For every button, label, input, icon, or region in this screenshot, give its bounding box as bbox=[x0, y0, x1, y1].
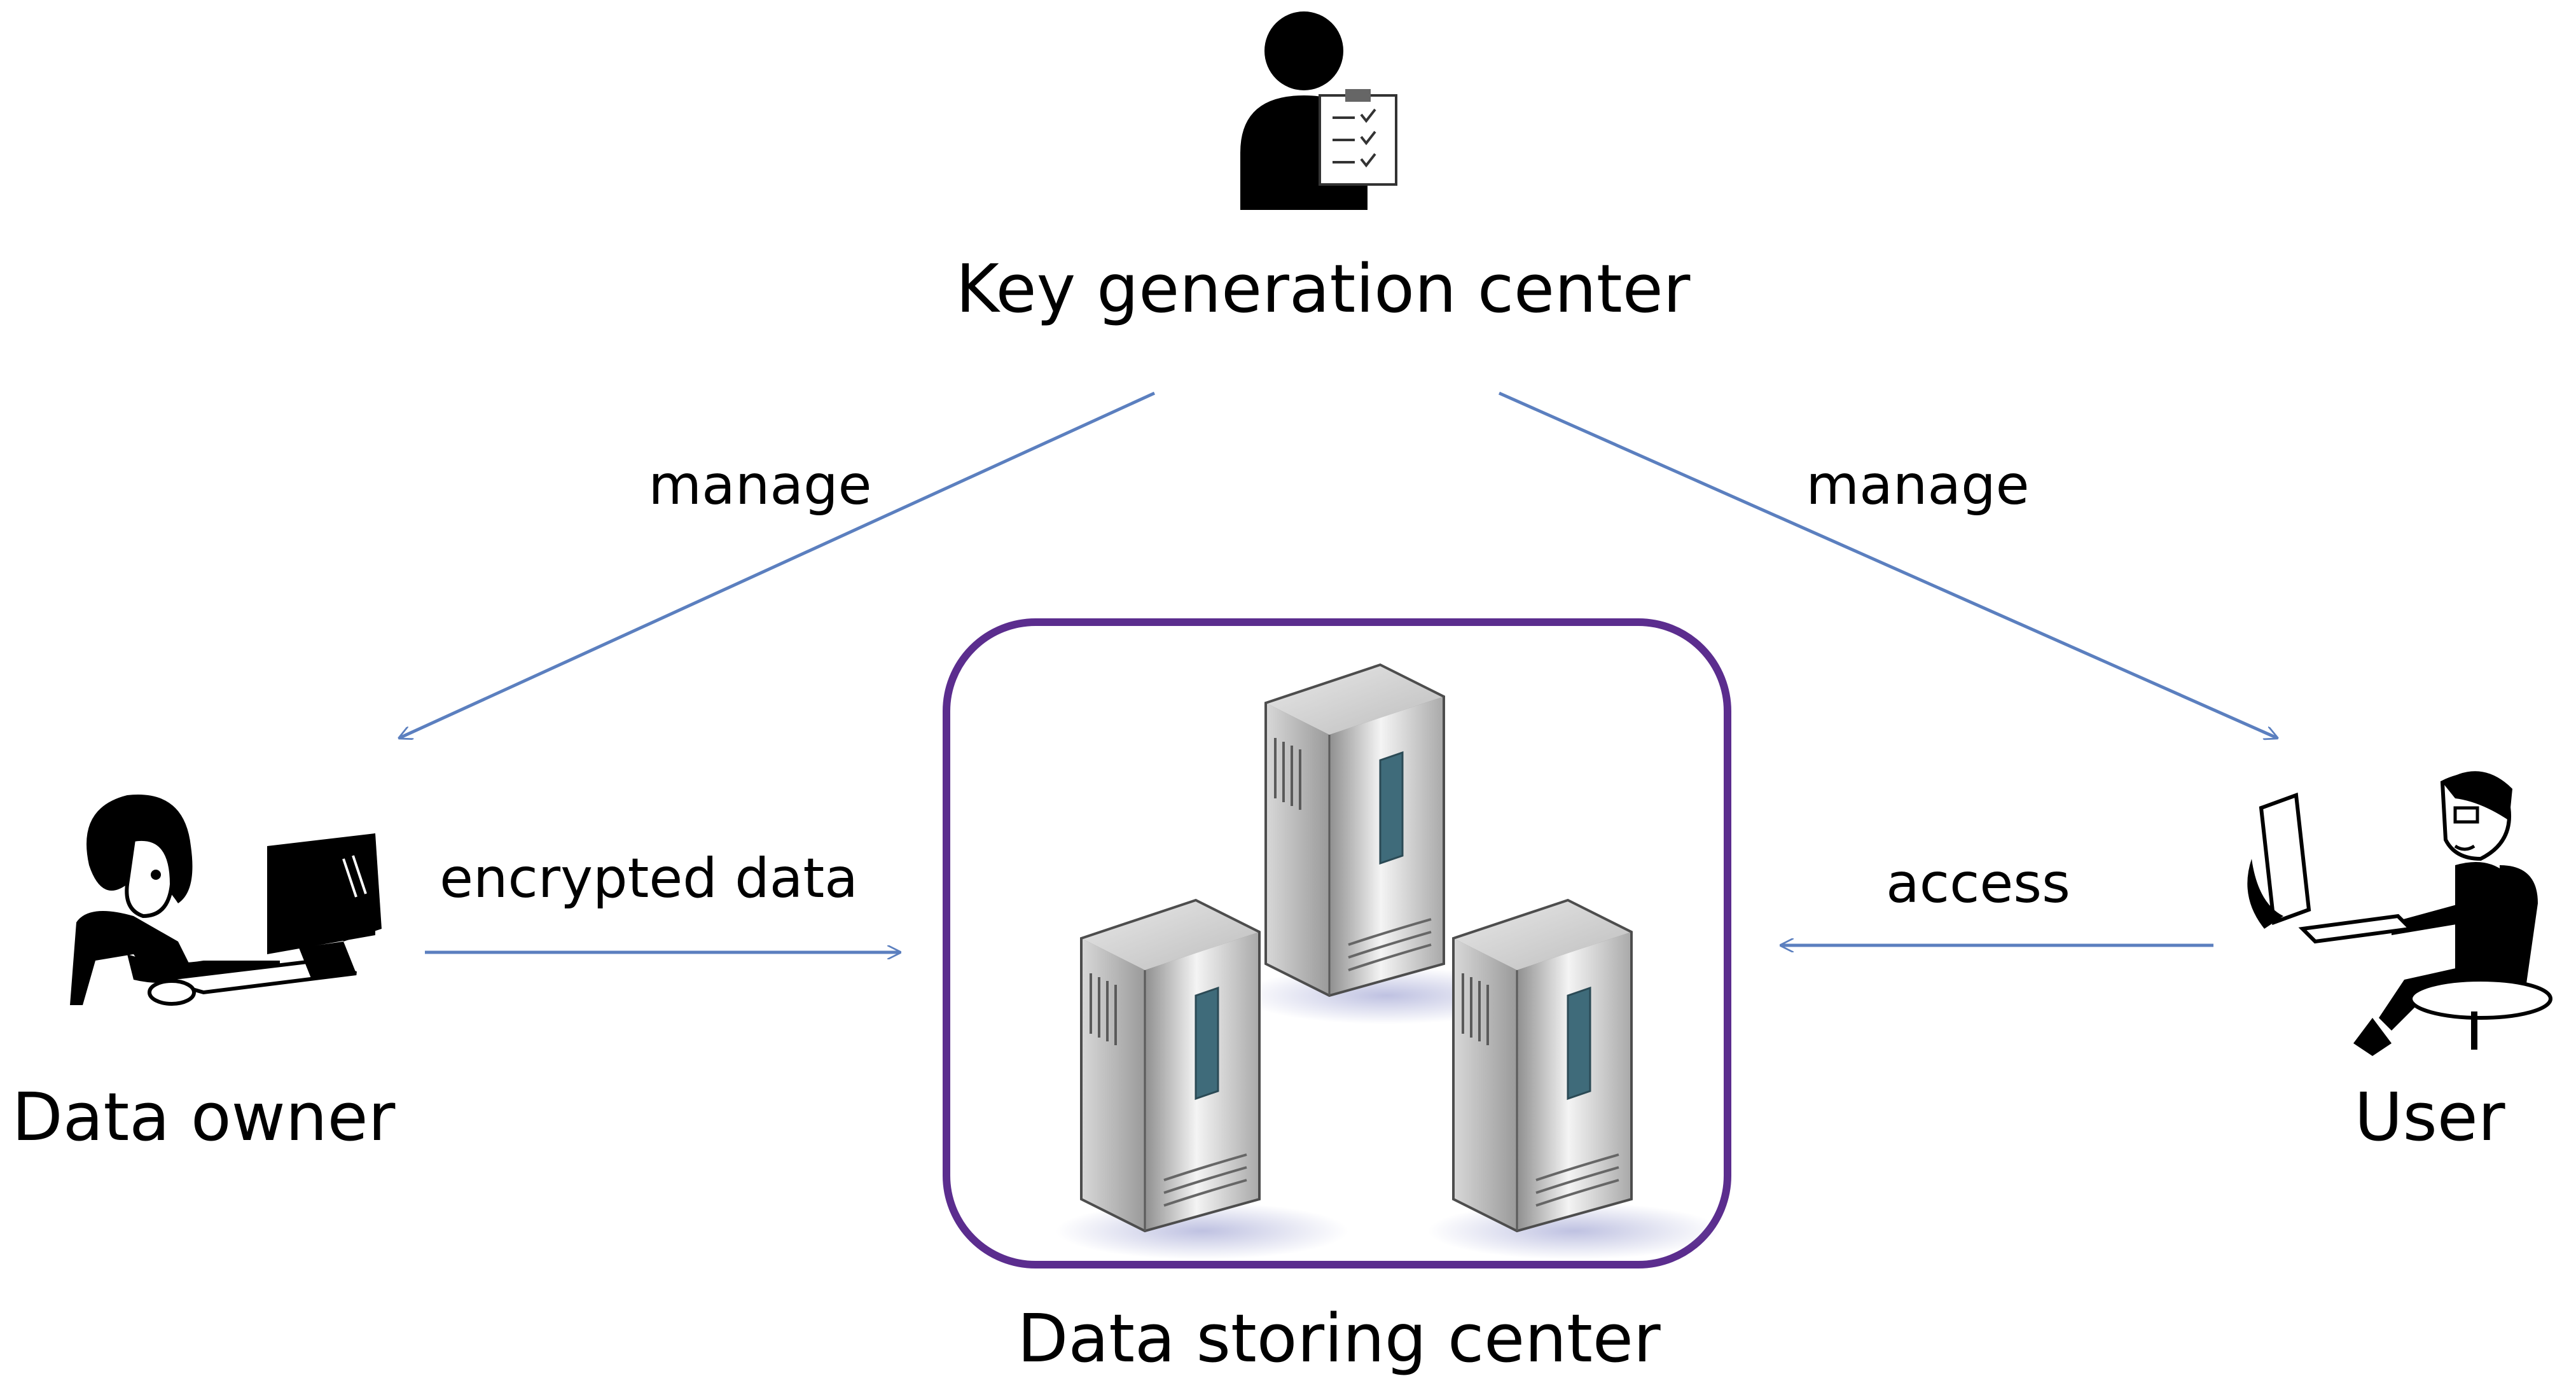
edge-label-manage-right: manage bbox=[1806, 454, 2029, 517]
edge-kgc-user: manage bbox=[1498, 391, 2277, 738]
storage-label: Data storing center bbox=[1017, 1300, 1660, 1376]
arrow-kgc-to-owner bbox=[399, 391, 1156, 738]
woman-at-computer-icon bbox=[70, 795, 382, 1006]
owner-label: Data owner bbox=[12, 1078, 396, 1156]
man-at-computer-icon bbox=[2247, 771, 2552, 1056]
edge-kgc-owner: manage bbox=[399, 391, 1156, 738]
storage-frame bbox=[943, 618, 1731, 1268]
owner-node: Data owner bbox=[12, 795, 396, 1156]
kgc-label: Key generation center bbox=[956, 250, 1691, 328]
kgc-node: Key generation center bbox=[956, 11, 1691, 328]
user-label: User bbox=[2354, 1078, 2505, 1156]
person-with-clipboard-icon bbox=[1240, 11, 1397, 210]
edge-label-manage-left: manage bbox=[648, 454, 871, 517]
arrow-kgc-to-user bbox=[1498, 391, 2277, 738]
edge-label-access: access bbox=[1886, 852, 2070, 915]
server-towers-icon bbox=[1055, 664, 1722, 1261]
user-node: User bbox=[2247, 771, 2552, 1156]
edge-label-encrypted-data: encrypted data bbox=[440, 847, 858, 910]
storage-node: Data storing center bbox=[943, 618, 1731, 1376]
edge-owner-storage: encrypted data bbox=[425, 847, 900, 952]
edge-user-storage: access bbox=[1781, 852, 2213, 945]
